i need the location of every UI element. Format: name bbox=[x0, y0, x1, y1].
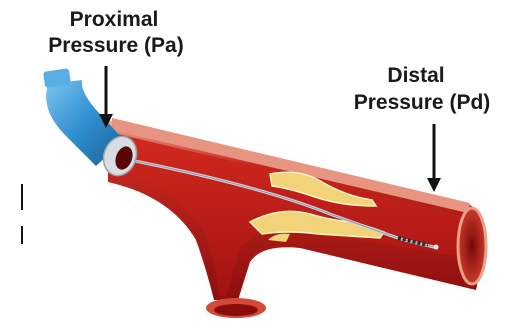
proximal-pressure-label-line1: Proximal bbox=[58, 8, 170, 32]
distal-pressure-label-line1: Distal bbox=[371, 64, 461, 88]
proximal-pressure-label-line2: Pressure (Pa) bbox=[40, 34, 192, 58]
branch-vessel-lumen bbox=[214, 304, 258, 316]
down-arrow-icon bbox=[427, 124, 441, 192]
distal-pressure-label-line2: Pressure (Pd) bbox=[339, 91, 505, 115]
distal-vessel-opening bbox=[458, 208, 486, 284]
